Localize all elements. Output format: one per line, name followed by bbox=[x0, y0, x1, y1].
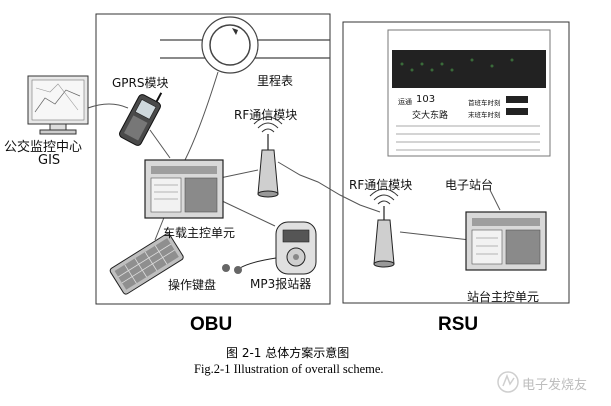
link-vehicle-mp3 bbox=[219, 199, 276, 227]
obu-panel bbox=[95, 13, 331, 305]
link-station-sign bbox=[489, 189, 501, 211]
odometer-icon bbox=[201, 16, 259, 74]
label-rsu: RSU bbox=[438, 314, 479, 335]
gis-monitor-icon bbox=[27, 75, 89, 135]
caption-cn: 图 2-1 总体方案示意图 bbox=[226, 346, 350, 360]
label-odometer: 里程表 bbox=[257, 74, 294, 88]
keyboard-icon bbox=[109, 233, 184, 295]
vehicle-control-unit-icon bbox=[144, 159, 224, 219]
label-rf-obu: RF通信模块 bbox=[234, 108, 298, 122]
label-e-station: 电子站台 bbox=[445, 178, 494, 192]
link-gprs-vehicle bbox=[149, 129, 171, 159]
label-vehicle-unit: 车载主控单元 bbox=[163, 226, 236, 240]
rf-antenna-rsu-icon bbox=[369, 188, 399, 268]
sign-route-prefix: 运通 bbox=[398, 98, 412, 106]
sign-last-bus: 末班车时刻 bbox=[468, 111, 501, 119]
sign-route-number: 103 bbox=[416, 94, 436, 105]
sign-station-name: 交大东路 bbox=[412, 111, 449, 121]
link-vehicle-keyboard bbox=[154, 214, 166, 241]
e-station-sign-icon bbox=[387, 29, 551, 157]
rsu-panel bbox=[342, 21, 570, 304]
link-rf-rf bbox=[277, 161, 381, 213]
gprs-phone-icon bbox=[119, 92, 163, 146]
label-mp3: MP3报站器 bbox=[250, 277, 312, 291]
label-gis: GIS bbox=[38, 153, 61, 168]
link-odometer-vehicle bbox=[184, 71, 219, 161]
link-vehicle-rf bbox=[219, 169, 259, 179]
station-control-unit-icon bbox=[465, 211, 547, 271]
link-rf-station bbox=[399, 231, 471, 241]
watermark-text: 电子发烧友 bbox=[522, 378, 588, 393]
label-rf-rsu: RF通信模块 bbox=[349, 178, 413, 192]
rf-antenna-obu-icon bbox=[253, 116, 283, 198]
watermark-logo-icon bbox=[497, 371, 519, 393]
label-obu: OBU bbox=[190, 314, 233, 335]
label-station-unit: 站台主控单元 bbox=[467, 290, 540, 304]
label-monitor-center: 公交监控中心 bbox=[4, 140, 83, 155]
sign-first-bus: 首班车时刻 bbox=[468, 99, 501, 107]
label-gprs: GPRS模块 bbox=[112, 76, 169, 90]
caption-en: Fig.2-1 Illustration of overall scheme. bbox=[194, 362, 384, 376]
link-gis-gprs bbox=[87, 103, 129, 109]
mp3-player-icon bbox=[222, 221, 317, 275]
label-keyboard: 操作键盘 bbox=[168, 278, 217, 292]
